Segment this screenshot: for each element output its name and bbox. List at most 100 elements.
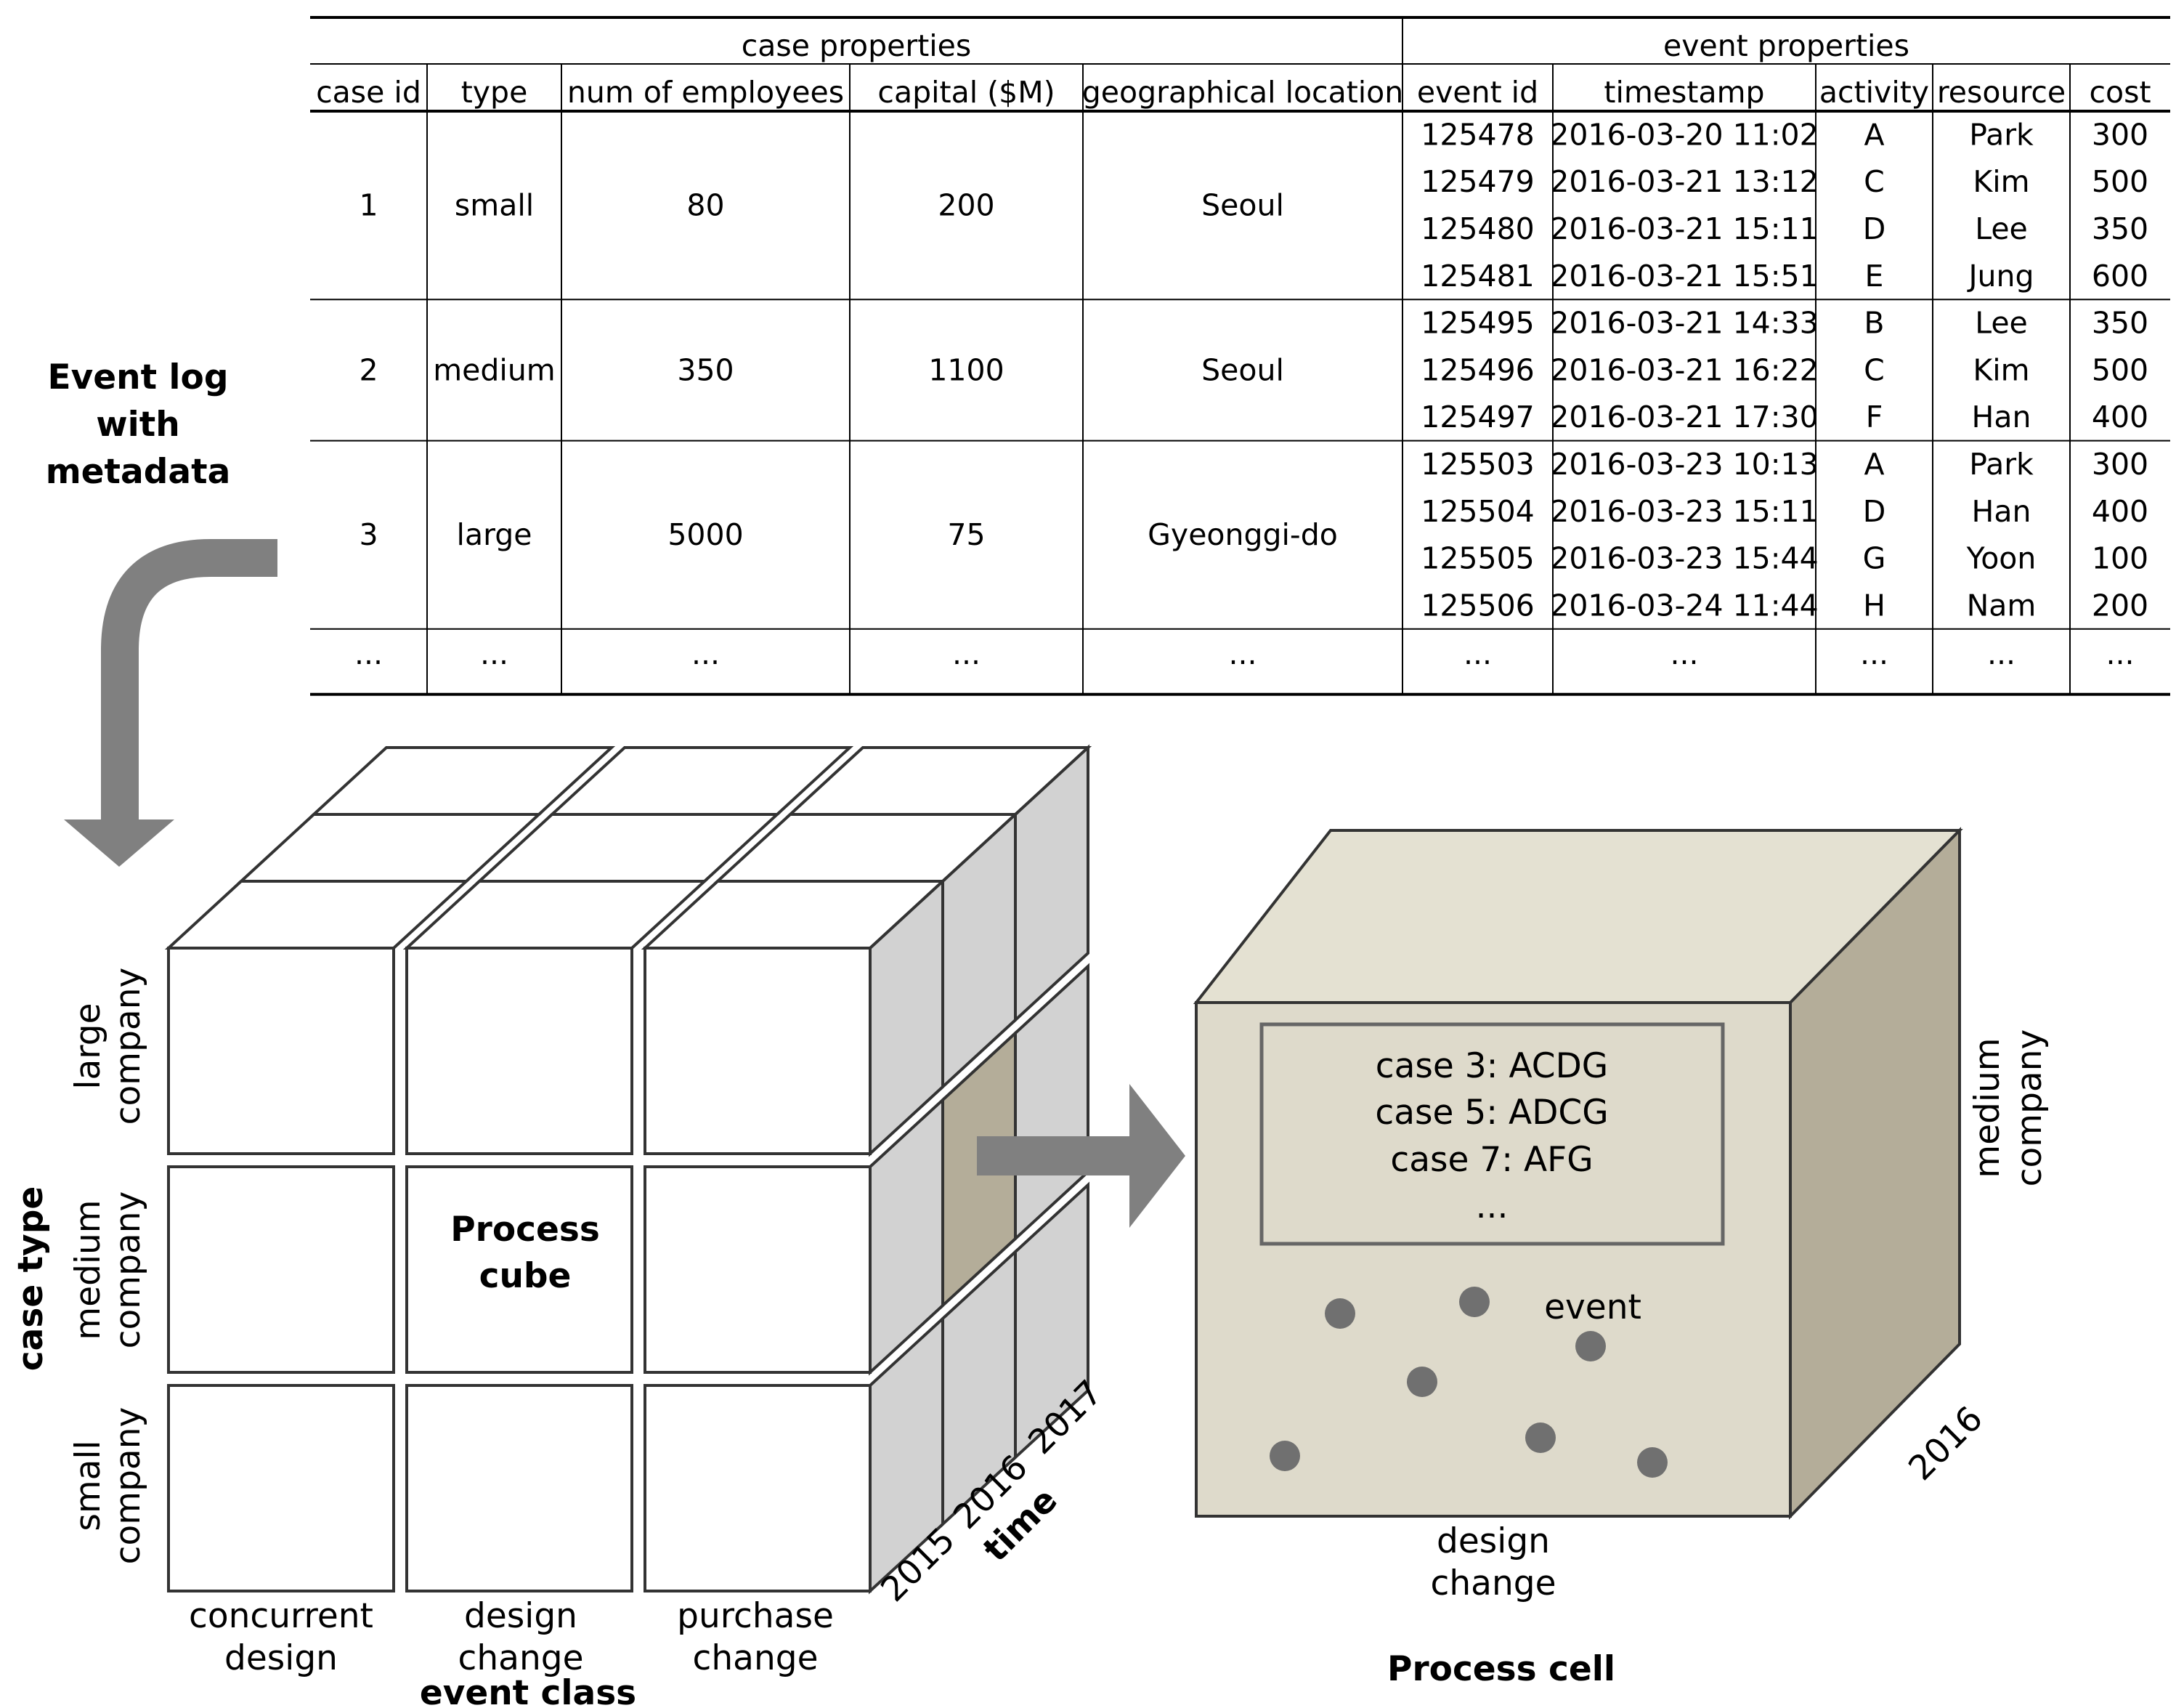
event-cell: 125506	[1421, 588, 1535, 623]
cube-front-face	[644, 947, 872, 1155]
col-label-concurrent-line2: design	[224, 1638, 338, 1678]
event-dot	[1575, 1331, 1606, 1361]
case-cell: medium	[433, 352, 556, 387]
case-cell: small	[455, 188, 534, 223]
column-header: cost	[2089, 75, 2151, 110]
cube-front-face	[167, 1165, 395, 1374]
event-cell: 2016-03-21 13:12	[1550, 164, 1818, 199]
case-cell: 2	[359, 352, 378, 387]
event-cell: 200	[2092, 588, 2148, 623]
event-cell: 2016-03-21 14:33	[1550, 306, 1818, 341]
event-cell: 300	[2092, 117, 2148, 152]
case-cell: Seoul	[1201, 352, 1284, 387]
row-label-large-line2: company	[108, 968, 148, 1125]
event-cell: Park	[1969, 447, 2034, 482]
cell-side-label-line2: company	[2010, 1029, 2050, 1187]
cube-front-face	[405, 947, 633, 1155]
column-header: type	[461, 75, 528, 110]
ellipsis-cell: ...	[1464, 636, 1492, 671]
event-cell: 2016-03-21 15:11	[1550, 211, 1818, 246]
event-cell: 125495	[1421, 306, 1535, 341]
case-list-box	[1259, 1022, 1725, 1246]
curved-arrow-icon	[101, 539, 277, 819]
event-cell: Yoon	[1966, 541, 2037, 576]
column-header: num of employees	[567, 75, 844, 110]
cube-front-face	[405, 1165, 633, 1374]
column-header: event id	[1417, 75, 1538, 110]
column-header: case id	[316, 75, 421, 110]
ellipsis-cell: ...	[1228, 636, 1257, 671]
event-cell: 400	[2092, 400, 2148, 434]
cell-side-label-line1: medium	[1968, 1037, 2008, 1178]
ellipsis-cell: ...	[354, 636, 383, 671]
event-cell: 125496	[1421, 352, 1535, 387]
header-event-properties: event properties	[1663, 28, 1909, 63]
col-label-design-line2: change	[458, 1638, 584, 1678]
process-cube-title-line2: cube	[479, 1256, 572, 1296]
process-cell-title: Process cell	[1387, 1649, 1615, 1689]
event-cell: 2016-03-23 15:44	[1550, 541, 1818, 576]
col-label-design-line1: design	[464, 1596, 577, 1636]
event-class-axis-label: event class	[420, 1673, 636, 1708]
event-cell: B	[1864, 306, 1884, 341]
ellipsis-cell: ...	[1860, 636, 1888, 671]
event-cell: Han	[1972, 494, 2031, 529]
cell-bottom-label-line2: change	[1431, 1563, 1556, 1603]
case-cell: 3	[359, 517, 378, 552]
event-label: event	[1544, 1287, 1641, 1327]
event-cell: 125504	[1421, 494, 1535, 529]
event-cell: Kim	[1973, 164, 2029, 199]
event-cell: 125479	[1421, 164, 1535, 199]
cube-front-face	[167, 1384, 395, 1592]
event-cell: 125481	[1421, 259, 1535, 294]
column-header: capital ($M)	[877, 75, 1055, 110]
case-type-axis-label: case type	[11, 1186, 51, 1371]
event-cell: 350	[2092, 306, 2148, 341]
event-log-label: Event log with metadata	[46, 357, 231, 492]
ellipsis-cell: ...	[691, 636, 720, 671]
event-cell: 2016-03-21 16:22	[1550, 352, 1818, 387]
case-cell: 5000	[667, 517, 743, 552]
case-list-item: case 3: ACDG	[1376, 1046, 1608, 1086]
cell-bottom-label-line1: design	[1437, 1521, 1550, 1561]
event-cell: F	[1866, 400, 1883, 434]
event-cell: 300	[2092, 447, 2148, 482]
cube-front-face	[644, 1165, 872, 1374]
event-cell: 2016-03-24 11:44	[1550, 588, 1818, 623]
event-log-label-line2: with	[96, 405, 179, 445]
event-cell: A	[1864, 117, 1884, 152]
event-dot	[1459, 1287, 1490, 1317]
process-cube-title-line1: Process	[450, 1210, 600, 1250]
case-cell: large	[457, 517, 532, 552]
case-cell: Seoul	[1201, 188, 1284, 223]
row-label-small-line2: company	[108, 1407, 148, 1565]
event-dot	[1407, 1367, 1437, 1397]
event-cell: 125497	[1421, 400, 1535, 434]
row-label-large-line1: large	[68, 1003, 108, 1089]
event-cell: 125503	[1421, 447, 1535, 482]
row-label-medium-line1: medium	[68, 1199, 108, 1340]
event-cell: 2016-03-21 15:51	[1550, 259, 1818, 294]
event-cell: A	[1864, 447, 1884, 482]
straight-arrow-head-icon	[1129, 1084, 1185, 1228]
ellipsis-cell: ...	[2106, 636, 2134, 671]
event-cell: Nam	[1967, 588, 2037, 623]
event-cell: E	[1865, 259, 1884, 294]
case-cell: Gyeonggi-do	[1148, 517, 1338, 552]
event-cell: 500	[2092, 352, 2148, 387]
process-cube	[164, 744, 1092, 1595]
case-list-ellipsis: ...	[1476, 1186, 1509, 1226]
event-dot	[1637, 1447, 1668, 1478]
col-label-purchase-line1: purchase	[677, 1596, 834, 1636]
case-cell: 1100	[928, 352, 1004, 387]
event-cell: 100	[2092, 541, 2148, 576]
cell-year-label: 2016	[1901, 1399, 1990, 1488]
event-cell: Lee	[1975, 306, 2028, 341]
case-list-item: case 5: ADCG	[1375, 1093, 1608, 1133]
event-cell: Kim	[1973, 352, 2029, 387]
event-cell: D	[1863, 494, 1886, 529]
event-cell: 2016-03-21 17:30	[1550, 400, 1818, 434]
event-dot	[1325, 1298, 1355, 1329]
